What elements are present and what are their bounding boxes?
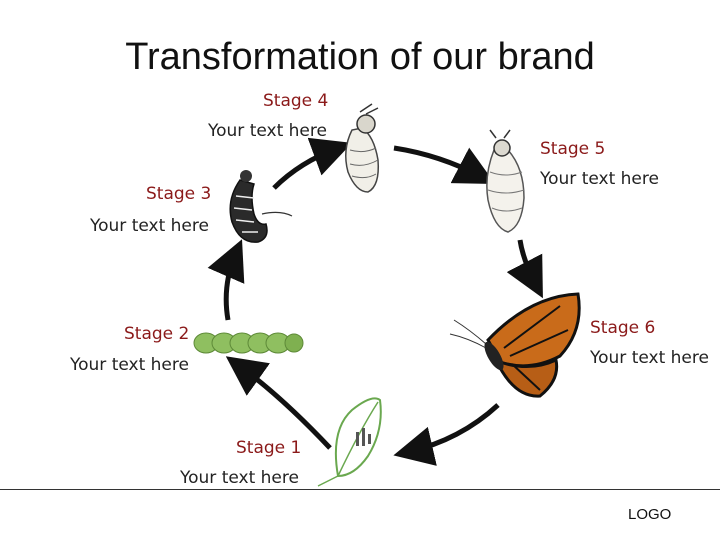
stage-6-label: Stage 6 xyxy=(590,318,656,338)
curled-caterpillar-icon xyxy=(229,170,293,243)
arrow-stage2-to-stage3 xyxy=(207,239,245,321)
chrysalis-icon xyxy=(486,129,525,233)
stage-1-label: Stage 1 xyxy=(236,438,302,458)
stage-1-text: Your text here xyxy=(180,468,299,488)
arrow-stage5-to-stage6 xyxy=(506,239,543,299)
arrow-stage4-to-stage5 xyxy=(393,145,496,184)
arrow-stage1-to-stage2 xyxy=(225,356,332,450)
stage-2-text: Your text here xyxy=(70,355,189,375)
slide-title: Transformation of our brand xyxy=(125,36,595,78)
stage-2-label: Stage 2 xyxy=(124,324,190,344)
stage-3-text: Your text here xyxy=(90,216,209,236)
stage-4-text: Your text here xyxy=(208,121,327,141)
stage-5-label: Stage 5 xyxy=(540,139,606,159)
arrow-stage6-to-stage1 xyxy=(393,403,500,466)
caterpillar-icon xyxy=(193,332,304,354)
stage-4-label: Stage 4 xyxy=(263,91,329,111)
leaf-icon xyxy=(317,397,382,487)
arrow-stage3-to-stage4 xyxy=(272,137,353,190)
stage-3-label: Stage 3 xyxy=(146,184,212,204)
footer-divider xyxy=(0,489,720,490)
chrysalis-forming-icon xyxy=(345,103,380,193)
butterfly-icon xyxy=(449,292,581,398)
stage-5-text: Your text here xyxy=(540,169,659,189)
stage-6-text: Your text here xyxy=(590,348,709,368)
footer-logo: LOGO xyxy=(628,506,672,523)
